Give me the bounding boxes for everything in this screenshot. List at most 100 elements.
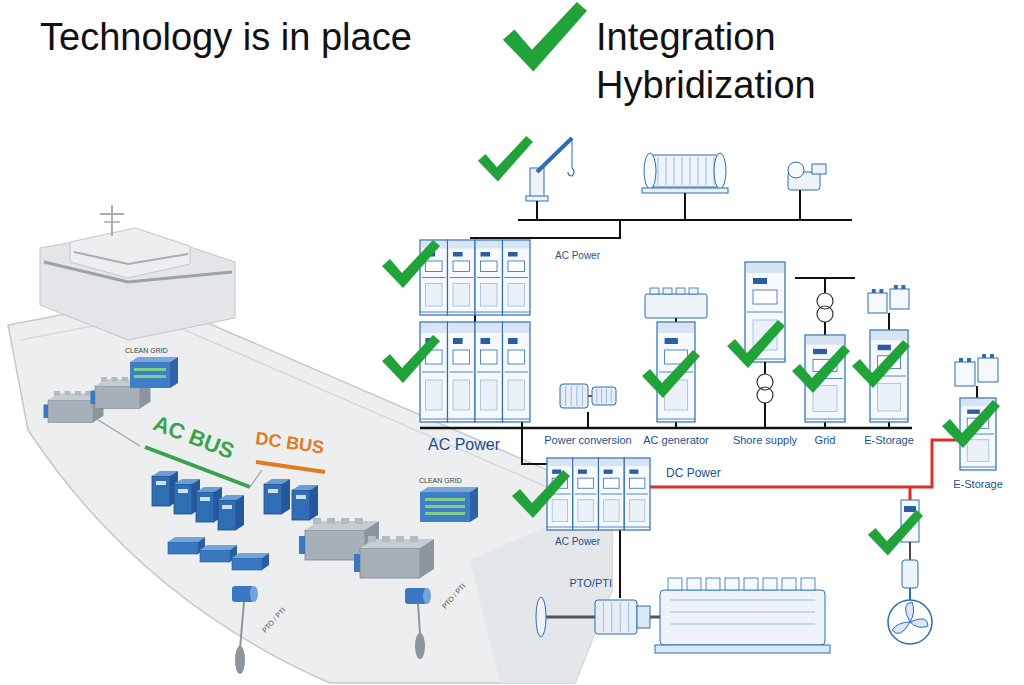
battery-symbol — [967, 358, 971, 362]
motor-symbol — [592, 387, 616, 405]
motor-symbol — [596, 389, 597, 403]
ship-illustration — [235, 646, 245, 674]
deck-machinery — [530, 168, 544, 198]
ship-illustration — [170, 357, 178, 388]
cabinet-section — [624, 458, 650, 530]
node-outline — [870, 285, 908, 422]
cabinet-section — [578, 500, 593, 522]
ship-illustration — [420, 487, 478, 492]
main-engine — [687, 578, 701, 590]
node-symbol — [420, 322, 530, 422]
node-label: E-Storage — [953, 478, 1003, 491]
ship-illustration — [44, 262, 232, 282]
check-mark — [942, 400, 1000, 448]
motor-symbol — [603, 602, 604, 632]
main-engine — [744, 578, 758, 590]
drive-cabinet: Grid — [805, 275, 845, 422]
cabinet-section — [453, 380, 470, 410]
node-outline — [547, 458, 650, 530]
cabinet-section — [475, 240, 503, 315]
cabinet-section — [504, 323, 530, 333]
ship-illustration — [20, 315, 600, 510]
node-outline — [805, 275, 845, 422]
cabinet-section — [422, 372, 446, 373]
generator-engine — [645, 288, 707, 322]
panel-label: CLEAN GRID — [418, 477, 463, 485]
wire — [764, 362, 766, 374]
ship-illustration — [415, 633, 425, 659]
generator-engine — [663, 288, 672, 294]
cabinet-section — [508, 338, 518, 344]
cabinet-section — [878, 383, 901, 411]
cabinet-section — [575, 494, 597, 495]
motor-symbol — [601, 389, 602, 403]
power-line — [522, 422, 547, 464]
transformer-symbol — [757, 374, 773, 390]
switchboard: AC Power — [547, 458, 650, 530]
deck-machinery — [650, 155, 720, 187]
transformer-symbol — [817, 293, 833, 322]
cabinet-section — [967, 410, 980, 414]
node-label: PTO/PTI — [569, 577, 612, 590]
cabinet-section — [476, 323, 502, 333]
battery-symbol — [982, 354, 986, 358]
thruster-drive — [904, 506, 916, 512]
cabinet-section — [967, 440, 989, 462]
cabinet-section — [420, 312, 448, 313]
cabinet-section — [601, 494, 623, 495]
node-symbol — [547, 458, 650, 530]
cabinet-section — [426, 261, 443, 272]
deck-machinery — [714, 153, 726, 189]
cabinet-section — [747, 312, 783, 313]
ship-illustration — [111, 205, 113, 236]
thruster-drive — [902, 560, 918, 588]
cabinet-section — [503, 419, 531, 420]
cabinet-section — [806, 336, 844, 345]
cabinet-section — [508, 380, 525, 410]
page-title: Technology is in place — [40, 16, 412, 60]
main-engine — [650, 616, 661, 619]
ship-illustration — [256, 462, 325, 472]
motor-symbol — [595, 600, 637, 634]
wire — [824, 322, 826, 335]
deck-machinery — [518, 219, 852, 221]
cabinet-section — [813, 349, 827, 354]
cabinet-section — [448, 419, 476, 420]
generator-engine — [650, 288, 659, 294]
check-mark — [642, 350, 700, 398]
thruster-drive — [909, 588, 911, 600]
node-outline — [420, 322, 530, 422]
check-mark — [792, 345, 850, 393]
ship-illustration — [134, 375, 166, 378]
cabinet-section — [573, 458, 599, 530]
power-line — [650, 440, 960, 487]
node-label: AC Power — [555, 250, 600, 262]
cabinet-section — [476, 241, 502, 249]
check-mark — [512, 470, 570, 518]
cabinet-section — [450, 277, 474, 278]
ship-illustration — [130, 357, 178, 362]
cabinet-section — [625, 459, 649, 466]
node-symbol — [637, 606, 650, 628]
cabinet-section — [453, 284, 470, 307]
ship-illustration — [250, 470, 262, 487]
cabinet-section — [624, 458, 650, 530]
ship-illustration — [218, 495, 244, 530]
cabinet-section — [871, 331, 907, 340]
wire — [764, 403, 766, 422]
cabinet-section — [573, 527, 599, 528]
switchboard: AC Power — [420, 240, 530, 315]
deck-machinery — [812, 164, 826, 174]
main-engine — [763, 578, 777, 590]
ship-illustration — [134, 368, 166, 371]
main-engine — [660, 590, 825, 645]
cabinet-section — [604, 470, 613, 474]
cabinet-section — [547, 527, 573, 528]
ship-illustration — [232, 553, 269, 570]
cabinet-section — [503, 322, 531, 422]
cabinet-section — [503, 240, 531, 315]
cabinet-section — [600, 459, 624, 466]
node-outline — [595, 598, 650, 636]
motor-symbol — [606, 389, 607, 403]
battery-symbol — [955, 354, 998, 398]
